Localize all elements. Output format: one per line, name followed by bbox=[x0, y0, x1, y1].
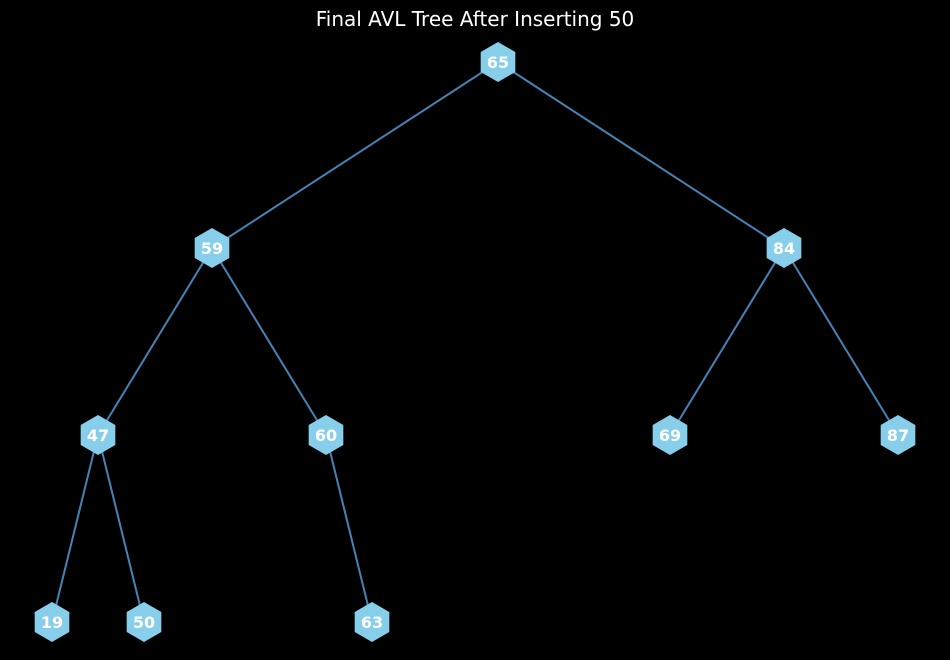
edge-84-87 bbox=[783, 247, 899, 436]
hexagon-node-shape bbox=[652, 415, 688, 455]
tree-node-59: 59 bbox=[194, 228, 230, 268]
edge-59-60 bbox=[211, 247, 327, 436]
node-label: 84 bbox=[773, 239, 795, 258]
tree-node-65: 65 bbox=[480, 42, 516, 82]
edge-65-59 bbox=[211, 61, 499, 249]
node-label: 65 bbox=[487, 53, 509, 72]
hexagon-node-shape bbox=[880, 415, 916, 455]
node-label: 60 bbox=[315, 426, 337, 445]
tree-node-47: 47 bbox=[80, 415, 116, 455]
node-label: 19 bbox=[41, 613, 63, 632]
tree-node-63: 63 bbox=[354, 602, 390, 642]
edge-59-47 bbox=[97, 247, 213, 436]
edges-layer bbox=[51, 61, 899, 623]
node-label: 69 bbox=[659, 426, 681, 445]
tree-node-60: 60 bbox=[308, 415, 344, 455]
hexagon-node-shape bbox=[194, 228, 230, 268]
node-label: 47 bbox=[87, 426, 109, 445]
edge-47-50 bbox=[97, 434, 145, 623]
node-label: 63 bbox=[361, 613, 383, 632]
node-label: 50 bbox=[133, 613, 155, 632]
edge-84-69 bbox=[669, 247, 785, 436]
tree-node-87: 87 bbox=[880, 415, 916, 455]
hexagon-node-shape bbox=[126, 602, 162, 642]
edge-60-63 bbox=[325, 434, 373, 623]
edge-47-19 bbox=[51, 434, 99, 623]
hexagon-node-shape bbox=[308, 415, 344, 455]
edge-65-84 bbox=[497, 61, 785, 249]
hexagon-node-shape bbox=[354, 602, 390, 642]
hexagon-node-shape bbox=[480, 42, 516, 82]
diagram-title: Final AVL Tree After Inserting 50 bbox=[316, 7, 635, 31]
hexagon-node-shape bbox=[80, 415, 116, 455]
hexagon-node-shape bbox=[34, 602, 70, 642]
nodes-layer: 65 59 84 47 60 69 87 19 50 63 bbox=[34, 42, 916, 642]
tree-node-84: 84 bbox=[766, 228, 802, 268]
node-label: 59 bbox=[201, 239, 223, 258]
tree-node-50: 50 bbox=[126, 602, 162, 642]
node-label: 87 bbox=[887, 426, 909, 445]
tree-node-19: 19 bbox=[34, 602, 70, 642]
tree-node-69: 69 bbox=[652, 415, 688, 455]
hexagon-node-shape bbox=[766, 228, 802, 268]
